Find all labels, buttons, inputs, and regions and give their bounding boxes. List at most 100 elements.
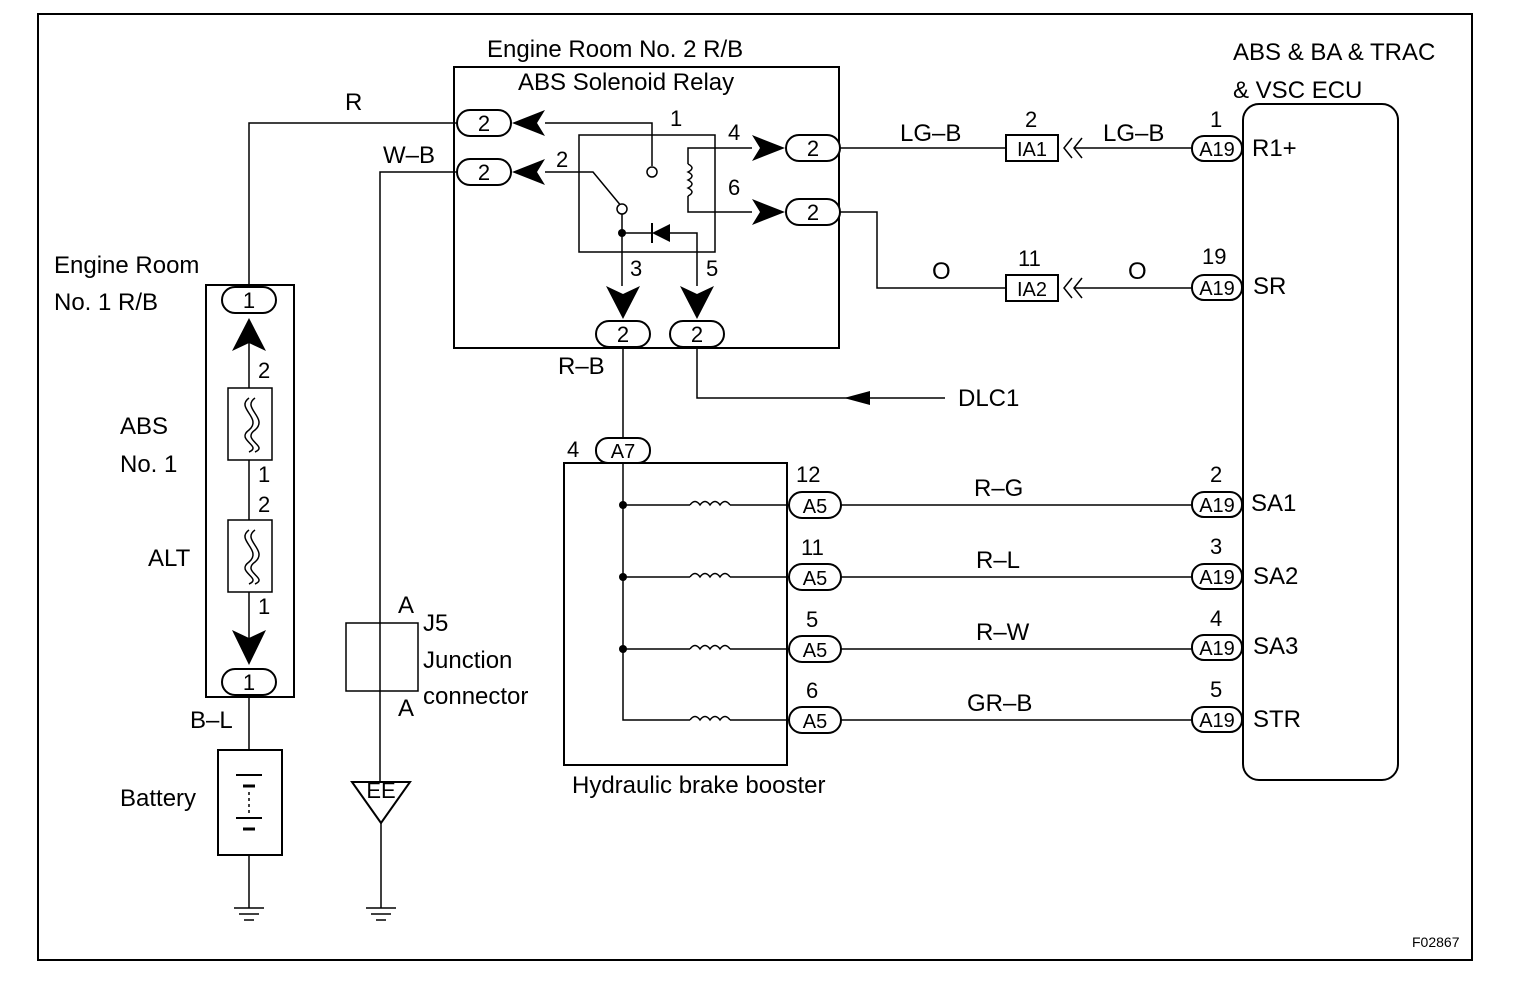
er1-title-line1: Engine Room (54, 252, 199, 279)
svg-text:2: 2 (556, 147, 568, 172)
svg-text:SA2: SA2 (1253, 563, 1298, 590)
svg-text:SR: SR (1253, 273, 1286, 300)
svg-text:1: 1 (243, 670, 255, 695)
svg-text:1: 1 (1210, 107, 1222, 132)
booster-bus (622, 463, 690, 721)
figure-id: F02867 (1412, 934, 1460, 950)
svg-text:LG–B: LG–B (1103, 120, 1164, 147)
svg-text:SA1: SA1 (1251, 490, 1296, 517)
svg-text:EE: EE (366, 778, 395, 803)
er1-title-line2: No. 1 R/B (54, 289, 158, 316)
conn-a19-str (1191, 706, 1243, 733)
conn-a19-sa3 (1191, 634, 1243, 661)
chevron-left-icon (512, 110, 545, 136)
arrow-left-icon (844, 391, 870, 405)
svg-text:1: 1 (243, 288, 255, 313)
relay-contact (646, 166, 658, 178)
svg-text:B–L: B–L (190, 707, 233, 734)
svg-text:1: 1 (670, 106, 682, 131)
fuse-icon (244, 529, 254, 585)
svg-text:R–L: R–L (976, 547, 1020, 574)
svg-text:A5: A5 (803, 568, 827, 590)
svg-text:2: 2 (478, 160, 490, 185)
svg-text:1: 1 (258, 462, 270, 487)
wire-dlc (696, 347, 945, 399)
chevron-down-icon (232, 630, 266, 665)
svg-text:GR–B: GR–B (967, 690, 1032, 717)
ground-point-ee (350, 781, 412, 825)
wire-wb (379, 171, 457, 782)
svg-text:A7: A7 (611, 441, 635, 463)
conn-ia2 (1005, 274, 1059, 302)
fuse-icon (244, 397, 254, 453)
solenoid-coil-icon (689, 572, 731, 579)
svg-text:DLC1: DLC1 (958, 385, 1019, 412)
svg-text:A19: A19 (1199, 638, 1235, 660)
diagram-frame (37, 13, 1473, 961)
conn-a19-sa2 (1191, 563, 1243, 590)
svg-text:1: 1 (258, 594, 270, 619)
svg-text:6: 6 (728, 175, 740, 200)
svg-text:2: 2 (258, 492, 270, 517)
svg-text:2: 2 (1025, 107, 1037, 132)
svg-text:2: 2 (617, 322, 629, 347)
j5-name: J5 (423, 610, 448, 637)
svg-text:A5: A5 (803, 496, 827, 518)
ecu-title-line2: & VSC ECU (1233, 77, 1362, 104)
svg-text:2: 2 (807, 200, 819, 225)
chevron-down-icon (606, 286, 640, 319)
relay-switch (545, 171, 623, 208)
j5-desc-2: connector (423, 683, 528, 710)
svg-text:O: O (932, 258, 951, 285)
j5-desc-1: Junction (423, 647, 512, 674)
er1-relay-box (205, 284, 295, 698)
conn-a19-sr (1191, 274, 1243, 301)
chevron-right-icon (752, 135, 785, 161)
er2-relay-box (453, 66, 840, 349)
svg-text:4: 4 (567, 437, 579, 462)
svg-text:5: 5 (706, 256, 718, 281)
svg-text:A5: A5 (803, 711, 827, 733)
svg-text:R–B: R–B (558, 353, 605, 380)
svg-text:2: 2 (478, 111, 490, 136)
solenoid-coil-icon (689, 715, 731, 722)
fuse-abs (227, 387, 273, 461)
svg-text:IA1: IA1 (1017, 139, 1047, 161)
svg-text:A5: A5 (803, 640, 827, 662)
solenoid-coil-icon (689, 644, 731, 651)
conn-a19-r1 (1191, 135, 1243, 162)
svg-text:3: 3 (630, 256, 642, 281)
svg-text:19: 19 (1202, 244, 1226, 269)
relay-title: ABS Solenoid Relay (518, 69, 734, 96)
svg-text:A19: A19 (1199, 139, 1235, 161)
svg-text:A19: A19 (1199, 710, 1235, 732)
svg-text:R1+: R1+ (1252, 135, 1297, 162)
svg-text:5: 5 (806, 607, 818, 632)
svg-text:2: 2 (258, 358, 270, 383)
svg-text:11: 11 (1018, 246, 1041, 271)
wire-r (248, 122, 457, 287)
battery-box (217, 749, 283, 856)
chevron-down-icon (680, 286, 714, 319)
svg-text:A: A (398, 695, 414, 722)
fuse-alt-label: ALT (148, 545, 191, 572)
svg-text:5: 5 (1210, 677, 1222, 702)
svg-text:2: 2 (691, 322, 703, 347)
wire-o (840, 211, 1006, 289)
diode-icon (652, 224, 670, 242)
svg-text:R: R (345, 89, 362, 116)
ecu-box (1242, 103, 1399, 781)
junction-j5 (345, 622, 419, 692)
ecu-title-line1: ABS & BA & TRAC (1233, 39, 1435, 66)
svg-text:A19: A19 (1199, 567, 1235, 589)
solenoid-coil-icon (689, 500, 731, 507)
svg-text:STR: STR (1253, 706, 1301, 733)
svg-text:6: 6 (806, 678, 818, 703)
conn-a19-sa1 (1191, 491, 1243, 518)
er1-conn-top (221, 286, 277, 314)
chevron-right-icon (752, 199, 785, 225)
fuse-abs-label-1: ABS (120, 413, 168, 440)
svg-text:4: 4 (1210, 606, 1222, 631)
relay-inner-box (578, 134, 716, 253)
